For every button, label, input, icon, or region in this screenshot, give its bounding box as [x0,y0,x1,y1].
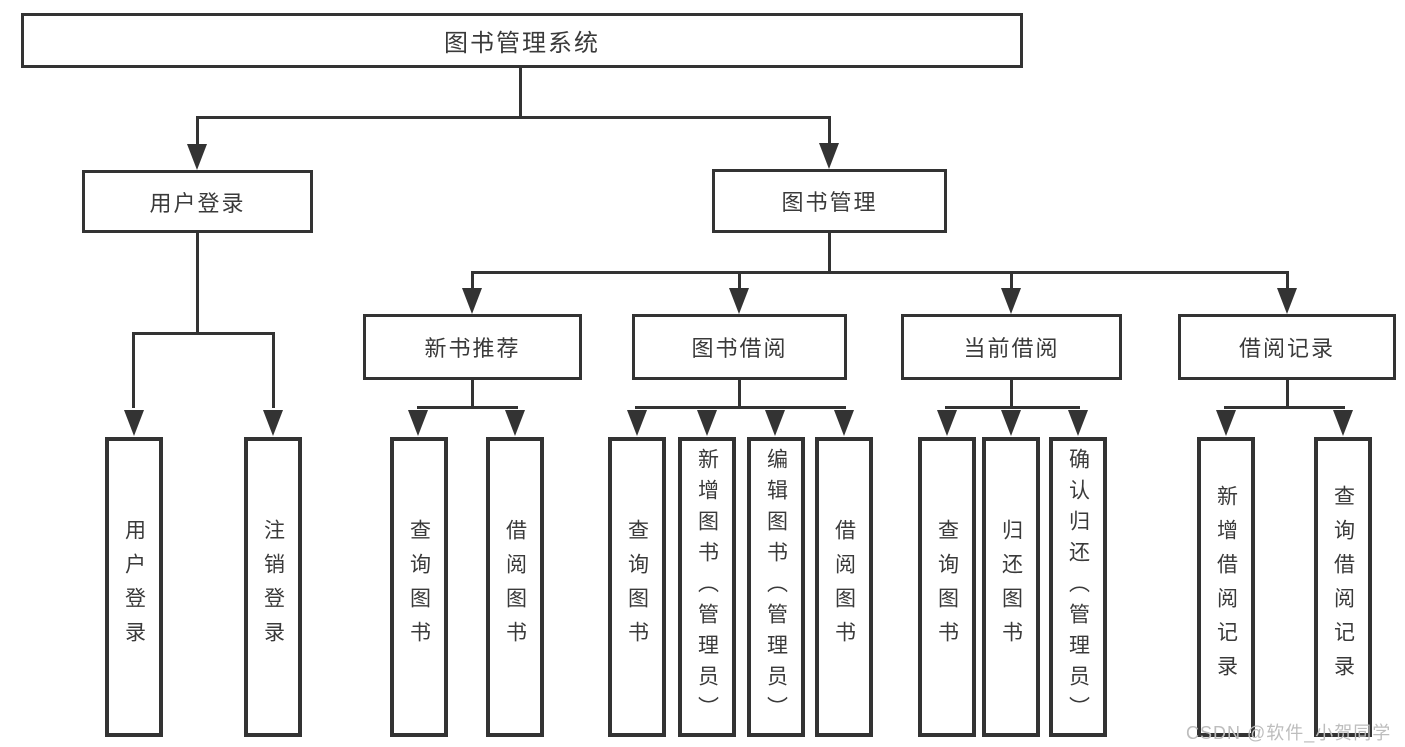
leaf-label: 借阅图书 [503,519,527,655]
leaf-label: 新增借阅记录 [1214,485,1238,689]
node-library-management-system: 图书管理系统 [21,13,1023,68]
node-label: 借阅记录 [1238,336,1335,361]
connector-line [828,116,831,148]
leaf-label: 确认归还（管理员） [1066,447,1090,727]
arrowhead-icon [1277,288,1297,314]
connector-line [471,271,1289,274]
arrowhead-icon [765,410,785,436]
leaf-query-book-2: 查询图书 [608,437,666,737]
connector-line [196,233,199,335]
arrowhead-icon [627,410,647,436]
node-label: 用户登录 [149,190,246,216]
leaf-add-book-admin: 新增图书（管理员） [678,437,736,737]
connector-line [417,406,518,409]
node-label: 图书管理 [781,190,878,215]
node-user-login: 用户登录 [82,170,313,233]
arrowhead-icon [819,143,839,169]
arrowhead-icon [187,144,207,170]
connector-line [1286,271,1289,290]
leaf-confirm-return-admin: 确认归还（管理员） [1049,437,1107,737]
leaf-edit-book-admin: 编辑图书（管理员） [747,437,805,737]
node-label: 当前借阅 [963,336,1060,361]
leaf-query-borrow-record: 查询借阅记录 [1314,437,1372,737]
leaf-borrow-book-1: 借阅图书 [486,437,544,737]
arrowhead-icon [834,410,854,436]
node-new-book-recommend: 新书推荐 [363,314,582,380]
node-book-borrow: 图书借阅 [632,314,847,380]
node-book-management: 图书管理 [712,169,947,233]
connector-line [196,116,199,148]
arrowhead-icon [505,410,525,436]
leaf-label: 编辑图书（管理员） [764,447,788,727]
connector-line [196,116,831,119]
leaf-label: 查询借阅记录 [1331,485,1355,689]
arrowhead-icon [729,288,749,314]
leaf-label: 借阅图书 [832,519,856,655]
arrowhead-icon [408,410,428,436]
arrowhead-icon [1001,288,1021,314]
node-label: 图书借阅 [691,336,788,361]
connector-line [132,332,135,408]
connector-line [471,271,474,290]
node-borrow-record: 借阅记录 [1178,314,1396,380]
connector-line [635,406,846,409]
leaf-user-login: 用户登录 [105,437,163,737]
node-label: 新书推荐 [424,336,521,361]
arrowhead-icon [1001,410,1021,436]
node-current-borrow: 当前借阅 [901,314,1122,380]
leaf-query-book-1: 查询图书 [390,437,448,737]
connector-line [1286,380,1289,409]
arrowhead-icon [1333,410,1353,436]
leaf-query-book-3: 查询图书 [918,437,976,737]
leaf-label: 新增图书（管理员） [695,447,719,727]
node-label: 图书管理系统 [444,30,600,57]
arrowhead-icon [263,410,283,436]
arrowhead-icon [937,410,957,436]
connector-line [1010,271,1013,290]
leaf-logout: 注销登录 [244,437,302,737]
leaf-add-borrow-record: 新增借阅记录 [1197,437,1255,737]
connector-line [1224,406,1345,409]
connector-line [272,332,275,408]
leaf-label: 查询图书 [935,519,959,655]
leaf-return-book: 归还图书 [982,437,1040,737]
connector-line [1010,380,1013,409]
leaf-borrow-book-2: 借阅图书 [815,437,873,737]
leaf-label: 查询图书 [407,519,431,655]
leaf-label: 查询图书 [625,519,649,655]
arrowhead-icon [697,410,717,436]
connector-line [132,332,275,335]
leaf-label: 用户登录 [122,519,146,655]
connector-line [738,271,741,290]
connector-line [738,380,741,409]
leaf-label: 归还图书 [999,519,1023,655]
connector-line [519,66,522,119]
arrowhead-icon [1216,410,1236,436]
arrowhead-icon [462,288,482,314]
leaf-label: 注销登录 [261,519,285,655]
arrowhead-icon [124,410,144,436]
connector-line [471,380,474,409]
connector-line [945,406,1080,409]
arrowhead-icon [1068,410,1088,436]
watermark-text: CSDN @软件_小贺同学 [1186,723,1392,743]
connector-line [828,233,831,274]
